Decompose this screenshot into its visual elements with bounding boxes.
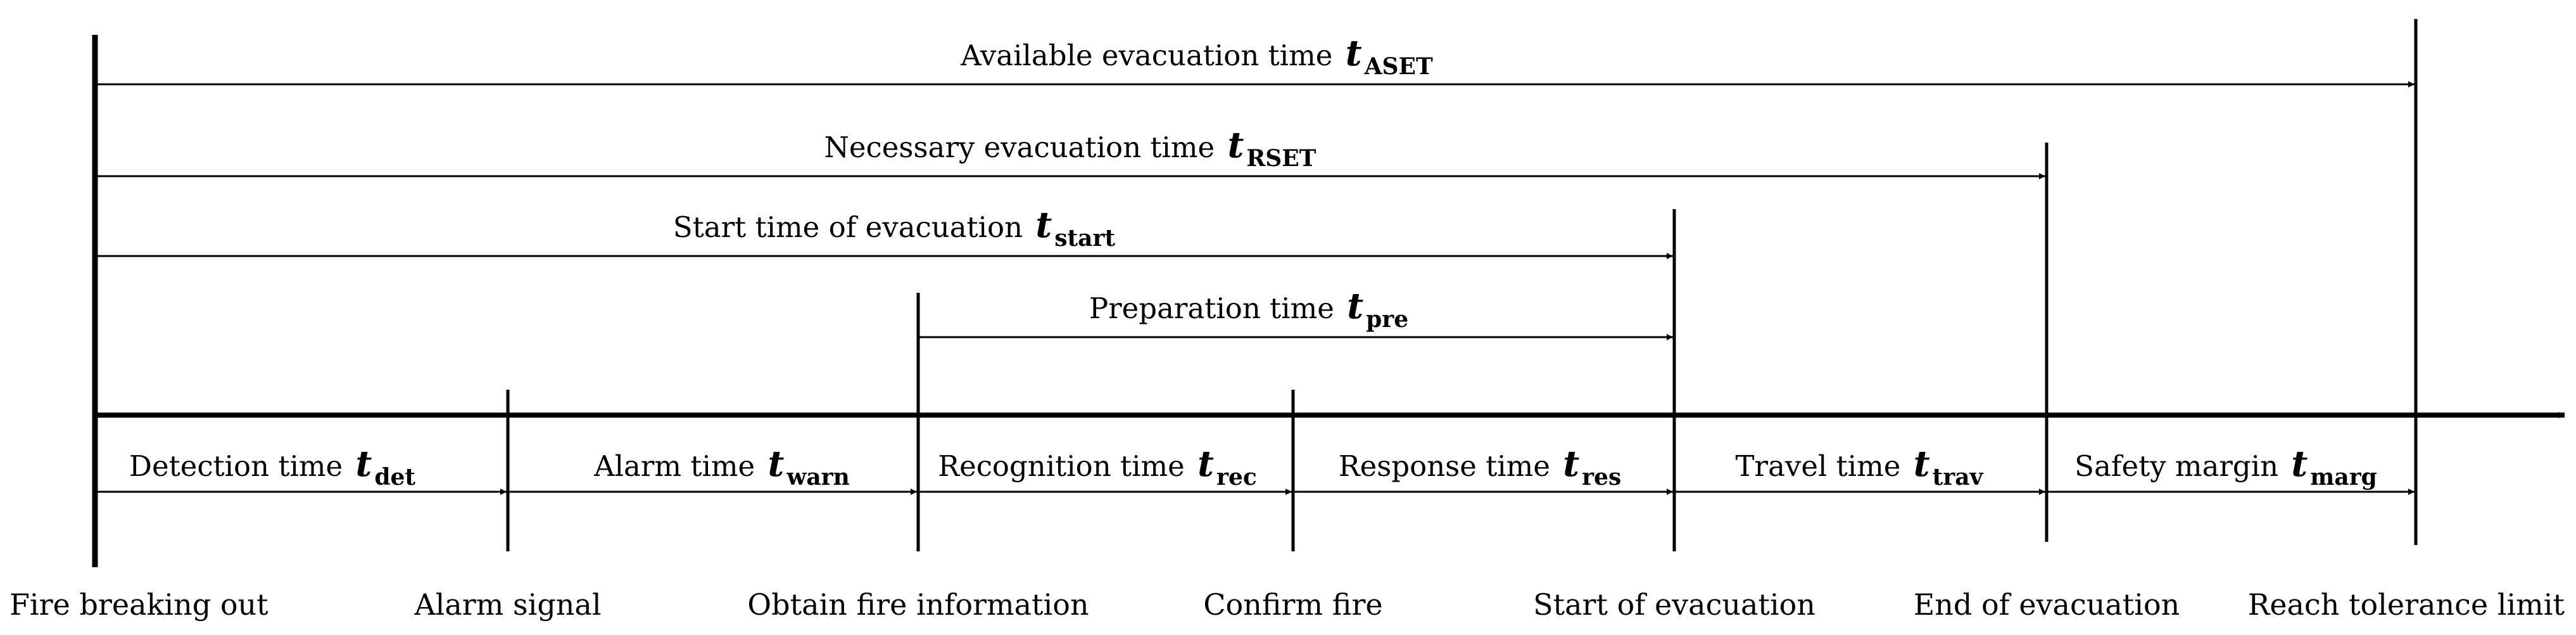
event-label-confirm-fire: Confirm fire [1203, 587, 1382, 622]
event-label-reach-tolerance-limit: Reach tolerance limit [2248, 587, 2565, 622]
span-label-start-text: Start time of evacuation [673, 210, 1032, 244]
span-label-pre-symbol: t [1347, 285, 1363, 327]
span-label-aset-text: Available evacuation time [960, 39, 1342, 72]
span-label-start-symbol: t [1035, 204, 1052, 246]
phase-label-res-text: Response time [1339, 449, 1560, 483]
phase-label-res-subscript: res [1582, 464, 1621, 491]
span-label-rset-text: Necessary evacuation time [824, 131, 1224, 164]
span-label-pre-text: Preparation time [1089, 292, 1343, 325]
phase-label-det-symbol: t [355, 443, 372, 485]
phase-label-trav-subscript: trav [1933, 464, 1984, 491]
event-label-end-of-evacuation: End of evacuation [1914, 587, 2180, 622]
phase-label-marg-symbol: t [2291, 443, 2308, 485]
span-label-pre-subscript: pre [1366, 306, 1408, 333]
event-label-fire-breaking-out: Fire breaking out [9, 587, 268, 622]
span-label-start-subscript: start [1054, 225, 1115, 252]
phase-label-det-subscript: det [374, 464, 415, 491]
phase-label-res-symbol: t [1563, 443, 1579, 485]
phase-label-rec-symbol: t [1197, 443, 1214, 485]
span-label-rset-subscript: RSET [1246, 145, 1316, 172]
phase-label-warn-text: Alarm time [593, 449, 764, 483]
phase-label-rec-text: Recognition time [938, 449, 1194, 483]
span-label-aset-subscript: ASET [1364, 53, 1433, 80]
span-label-rset-symbol: t [1227, 124, 1244, 166]
phase-label-marg-text: Safety margin [2074, 449, 2287, 483]
phase-label-warn-symbol: t [767, 443, 784, 485]
span-label-aset-symbol: t [1346, 32, 1362, 74]
phase-label-warn-subscript: warn [786, 464, 849, 491]
phase-label-rec-subscript: rec [1216, 464, 1257, 491]
phase-label-trav-text: Travel time [1736, 449, 1910, 483]
phase-label-det-text: Detection time [129, 449, 352, 483]
event-label-start-of-evacuation: Start of evacuation [1533, 587, 1815, 622]
event-label-obtain-fire-information: Obtain fire information [747, 587, 1089, 622]
event-label-alarm-signal: Alarm signal [414, 587, 601, 622]
phase-label-trav-symbol: t [1914, 443, 1930, 485]
phase-label-marg-subscript: marg [2310, 464, 2377, 491]
